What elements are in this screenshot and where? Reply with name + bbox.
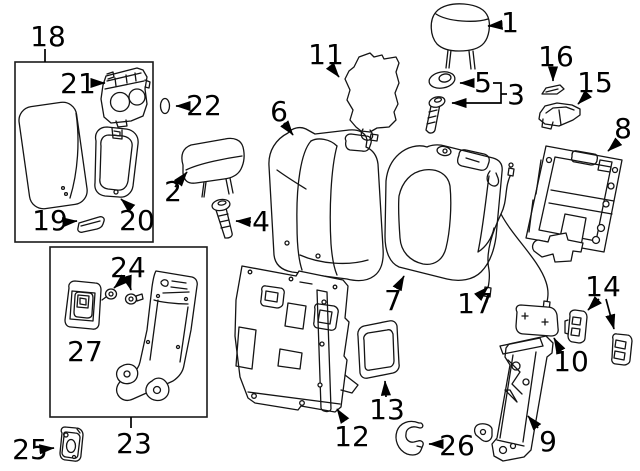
- label-16: 16: [538, 40, 574, 73]
- label-13: 13: [369, 393, 405, 426]
- clip-wedge: [541, 84, 565, 95]
- hinge-cover: [59, 426, 84, 462]
- label-20: 20: [119, 204, 155, 237]
- center-headrest: [181, 137, 245, 198]
- label-9: 9: [539, 425, 557, 458]
- armrest-cushion: [18, 101, 88, 210]
- label-3: 3: [507, 78, 525, 111]
- label-26: 26: [439, 429, 475, 462]
- label-27: 27: [67, 335, 103, 368]
- headrest: [430, 3, 491, 70]
- latch-grommets: [101, 288, 144, 305]
- seat-back-cushion-left: [268, 126, 384, 282]
- label-21: 21: [60, 67, 96, 100]
- label-5: 5: [474, 66, 492, 99]
- striker-cover-left: [564, 309, 588, 344]
- latch-pad: [515, 304, 559, 337]
- label-24: 24: [110, 251, 146, 284]
- label-25: 25: [12, 433, 48, 466]
- label-8: 8: [614, 112, 632, 145]
- label-7: 7: [384, 284, 402, 317]
- seat-back-panel: [234, 265, 359, 413]
- label-6: 6: [270, 95, 288, 128]
- label-23: 23: [116, 427, 152, 460]
- label-22: 22: [186, 89, 222, 122]
- label-10: 10: [553, 345, 589, 378]
- label-19: 19: [32, 204, 68, 237]
- label-2: 2: [164, 175, 182, 208]
- label-1: 1: [501, 6, 519, 39]
- label-14: 14: [585, 270, 621, 303]
- back-panel-pad: [344, 52, 400, 142]
- group-box-latch-23: [49, 246, 208, 418]
- armrest-frame: [94, 126, 139, 198]
- guide-bolt: [425, 96, 446, 134]
- hinge-bracket: [115, 270, 198, 402]
- label-11: 11: [308, 38, 344, 71]
- callout-labels: 1 2 3 4 5 6 7 8 9 10 11 12 13 14 15 16 1…: [12, 6, 632, 466]
- label-18: 18: [30, 20, 66, 53]
- label-15: 15: [577, 66, 613, 99]
- label-4: 4: [252, 205, 270, 238]
- seat-back-frame: [525, 145, 623, 263]
- label-17: 17: [457, 287, 493, 320]
- striker-cover-right: [611, 333, 633, 366]
- group-box-armrest-18: [14, 61, 154, 243]
- retainer-ring: [159, 97, 171, 115]
- seat-back-cushion-right: [384, 144, 503, 281]
- callout-arrows: [38, 19, 623, 455]
- cable-hook: [395, 420, 424, 456]
- latch-bezel: [64, 280, 102, 330]
- cupholder-plate: [100, 67, 151, 128]
- label-12: 12: [334, 420, 370, 453]
- latch-strip: [77, 216, 105, 233]
- trim-ring: [357, 320, 400, 379]
- latch-support-bracket: [473, 335, 554, 462]
- striker-bracket: [538, 102, 581, 130]
- headrest-bolt: [211, 198, 233, 239]
- guide-grommet: [428, 71, 456, 89]
